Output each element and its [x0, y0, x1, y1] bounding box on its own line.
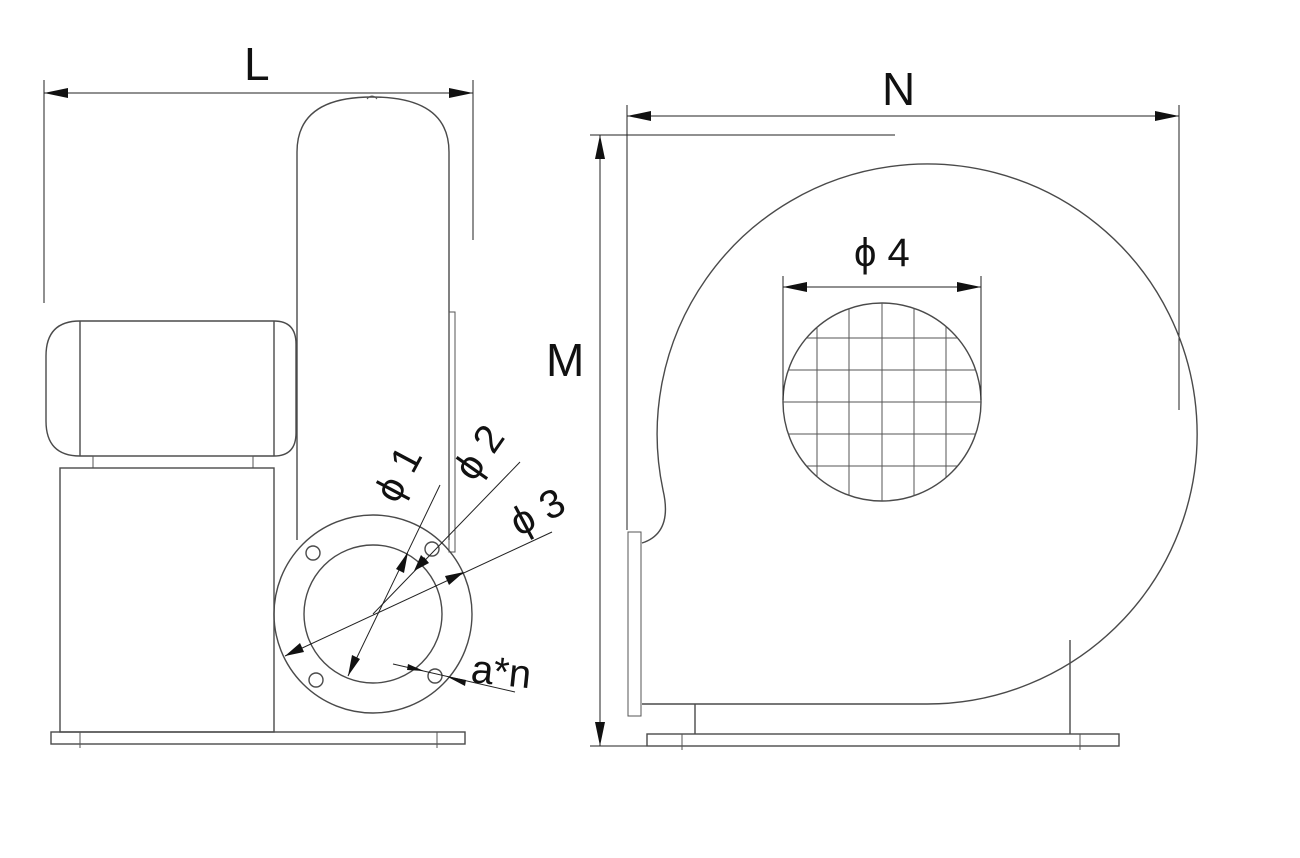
front-base-plate	[646, 733, 1120, 747]
label-phi4: ϕ 4	[854, 231, 910, 275]
label-phi2: ϕ 2	[445, 417, 513, 488]
dimension-a-n: a*n	[392, 647, 533, 697]
housing-tower	[296, 96, 450, 540]
label-phi1: ϕ 1	[366, 439, 431, 509]
dimension-m: M	[546, 134, 895, 747]
dimension-l: L	[43, 38, 474, 303]
dimension-phi4: ϕ 4	[782, 231, 982, 400]
dimension-n: N	[626, 63, 1180, 530]
front-view: N M	[546, 63, 1198, 750]
motor	[45, 320, 297, 457]
label-n: N	[882, 63, 915, 115]
inlet-grille	[782, 302, 982, 502]
inlet-flange	[273, 514, 473, 714]
label-a-n: a*n	[469, 647, 533, 697]
side-base-plate	[50, 731, 466, 745]
motor-stand	[59, 467, 275, 733]
side-view: L ϕ 1	[43, 38, 573, 748]
dimension-phi1: ϕ 1	[347, 439, 441, 677]
label-phi3: ϕ 3	[503, 480, 573, 545]
label-m: M	[546, 334, 584, 386]
label-l: L	[244, 38, 270, 90]
scroll-housing	[641, 163, 1198, 705]
dimension-phi3: ϕ 3	[284, 480, 573, 657]
